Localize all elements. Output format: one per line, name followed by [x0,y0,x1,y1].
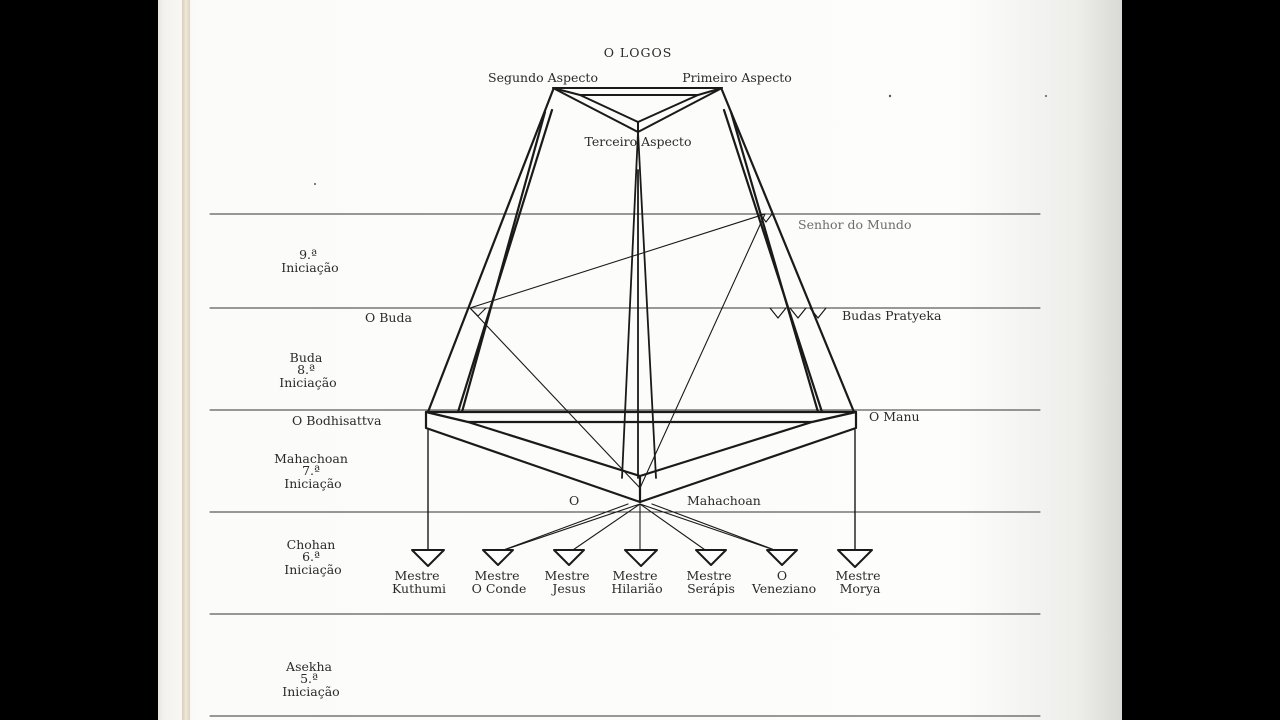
lord-of-world-label: Senhor do Mundo [798,217,911,232]
master-label: Mestre Morya [836,568,885,596]
master-marker-6 [766,549,798,566]
master-label: Mestre Hilarião [611,568,662,596]
master-label: Mestre O Conde [472,568,527,596]
third-aspect-label: Terceiro Aspecto [584,134,691,149]
masters-labels: Mestre Kuthumi Mestre O Conde Mestre Jes… [392,568,885,596]
central-pillar [621,131,657,479]
master-label: O Veneziano [751,568,816,596]
left-pillar [426,88,555,414]
master-label: Mestre Kuthumi [392,568,446,596]
mahachoan-label: Mahachoan [687,493,761,508]
bodhisattva-label: O Bodhisattva [292,413,382,428]
thin-lines [469,213,773,489]
book-page: O LOGOS Segundo Aspecto Primeiro Aspecto… [158,0,1122,720]
level-label: Chohan 6.ª Iniciação [284,537,341,577]
level-lines [209,213,1041,717]
mahachoan-o-label: O [569,493,579,508]
right-pillar [720,88,856,414]
master-marker-2 [482,549,514,566]
master-label: Mestre Jesus [545,568,594,596]
hierarchy-labels: Senhor do Mundo O Buda Budas Pratyeka O … [292,217,942,508]
page-binding-edge [182,0,190,720]
master-marker-5 [695,549,727,566]
second-aspect-label: Segundo Aspecto [488,70,598,85]
level-label: 9.ª Iniciação [281,247,338,275]
manu-label: O Manu [869,409,920,424]
level-label: Asekha 5.ª Iniciação [282,659,339,699]
logos-labels: O LOGOS Segundo Aspecto Primeiro Aspecto… [488,45,792,149]
first-aspect-label: Primeiro Aspecto [682,70,792,85]
buddha-label: O Buda [365,310,412,325]
initiation-levels: 9.ª Iniciação Buda 8.ª Iniciação Mahacho… [274,247,352,699]
pratyeka-marks [769,307,827,319]
lower-triangle [424,410,858,504]
master-marker-3 [553,549,585,566]
mahachoan-rays [497,503,781,553]
pratyeka-label: Budas Pratyeka [842,308,942,323]
side-droplines [427,429,856,551]
hierarchy-diagram: O LOGOS Segundo Aspecto Primeiro Aspecto… [209,45,1047,717]
master-marker-4 [624,549,658,567]
page-specks [314,94,1047,185]
master-label: Mestre Serápis [687,568,736,596]
master-triangles [411,549,873,568]
level-label: Buda 8.ª Iniciação [279,350,336,390]
logos-title: O LOGOS [604,45,673,60]
master-marker-1 [411,549,445,567]
level-label: Mahachoan 7.ª Iniciação [274,451,352,491]
master-marker-7 [837,549,873,568]
logos-triangle [552,87,723,133]
